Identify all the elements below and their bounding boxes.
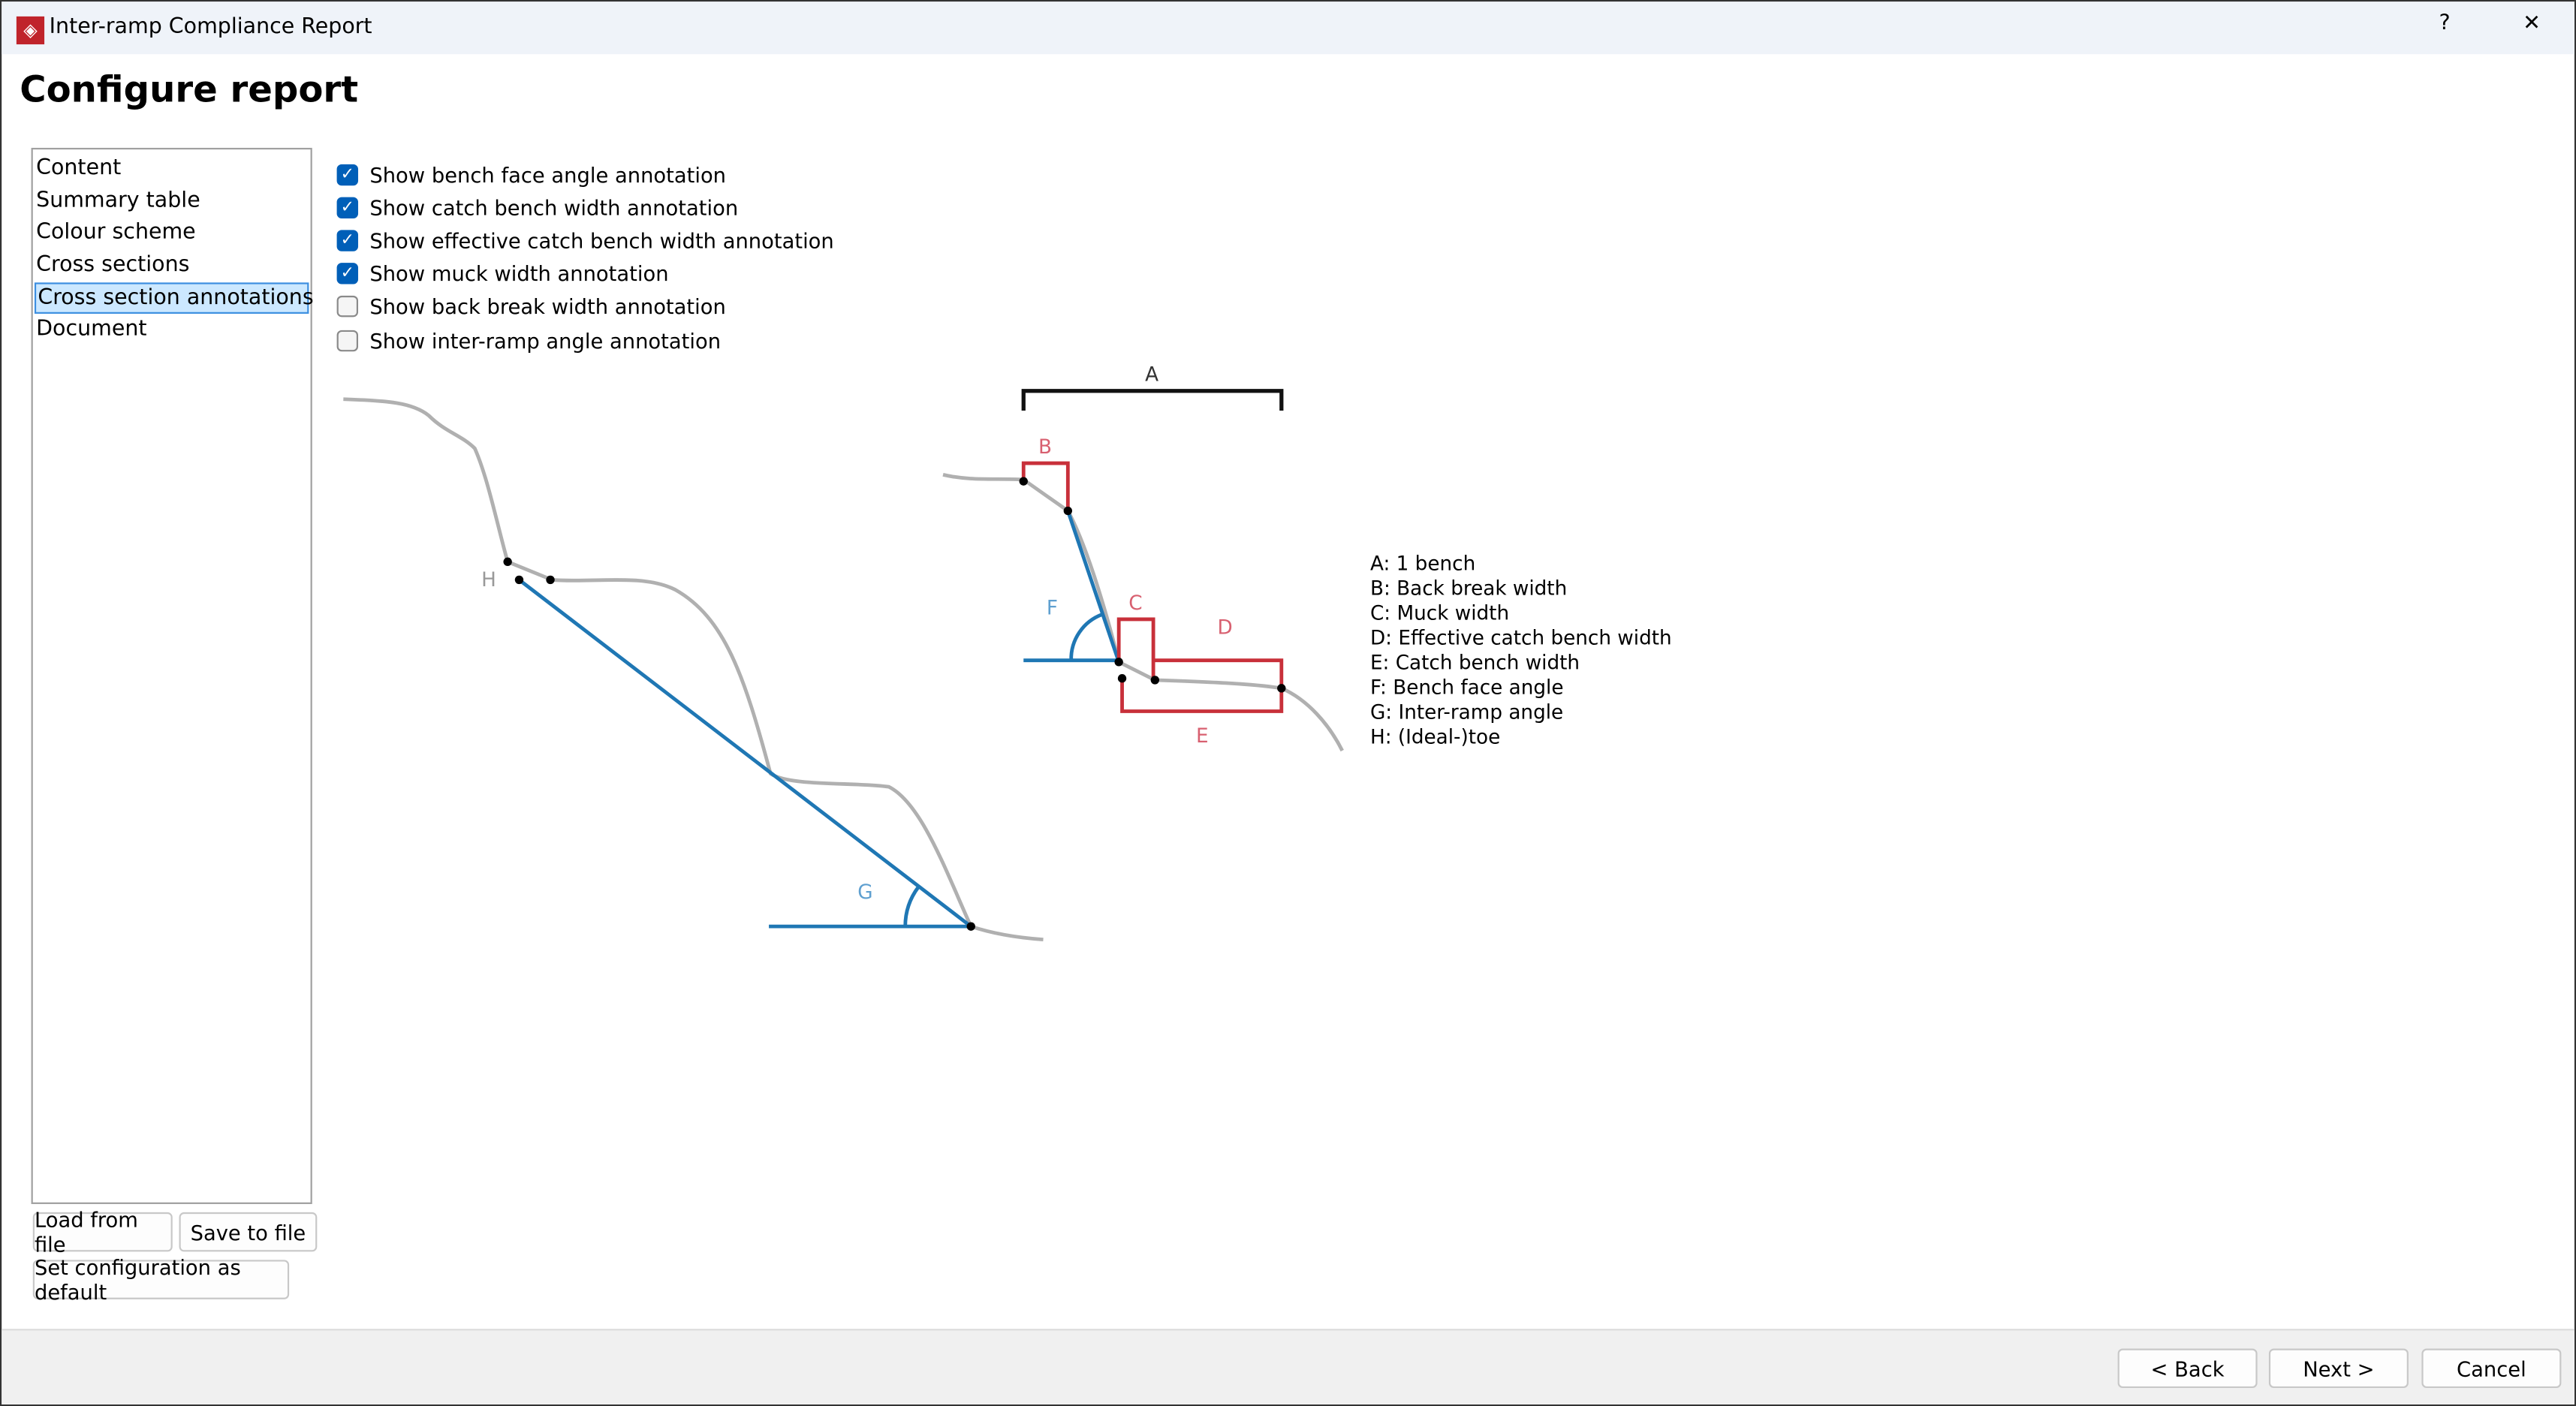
bench-bracket xyxy=(1021,389,1284,411)
option-checkbox-row[interactable]: Show inter-ramp angle annotation xyxy=(336,324,834,357)
nav-item-colour-scheme[interactable]: Colour scheme xyxy=(36,221,196,245)
next-button[interactable]: Next > xyxy=(2268,1348,2409,1389)
legend-item: E: Catch bench width xyxy=(1370,652,1580,674)
option-label: Show back break width annotation xyxy=(369,294,726,320)
title-bar: ◈ Inter-ramp Compliance Report ? ✕ xyxy=(2,2,2574,55)
inter-ramp-angle-arc xyxy=(903,886,920,927)
option-checkbox-row[interactable]: ✓ Show effective catch bench width annota… xyxy=(336,224,834,257)
option-label: Show effective catch bench width annotat… xyxy=(369,228,834,253)
muck-width-marker xyxy=(1116,617,1155,679)
option-checkbox-row[interactable]: ✓ Show muck width annotation xyxy=(336,257,834,291)
app-logo-icon: ◈ xyxy=(16,16,45,45)
label-e: E xyxy=(1196,725,1209,748)
nav-item-document[interactable]: Document xyxy=(36,318,147,343)
set-default-button[interactable]: Set configuration as default xyxy=(32,1255,290,1304)
option-label: Show muck width annotation xyxy=(369,261,669,287)
legend-item: G: Inter-ramp angle xyxy=(1370,702,1563,724)
left-profile-line xyxy=(343,397,1044,942)
nav-item-content[interactable]: Content xyxy=(36,155,122,181)
checkbox[interactable]: ✓ xyxy=(336,197,359,218)
legend-item: H: (Ideal-)toe xyxy=(1370,727,1500,749)
option-checkbox-row[interactable]: Show back break width annotation xyxy=(336,291,834,324)
option-label: Show bench face angle annotation xyxy=(369,161,727,187)
close-button[interactable]: ✕ xyxy=(2523,11,2541,37)
legend-item: A: 1 bench xyxy=(1370,552,1475,575)
cancel-button[interactable]: Cancel xyxy=(2421,1348,2562,1389)
back-break-marker xyxy=(1021,461,1070,511)
back-button[interactable]: < Back xyxy=(2117,1348,2258,1389)
effective-catch-bench-marker xyxy=(1153,658,1284,688)
label-h: H xyxy=(481,569,496,592)
inter-ramp-line xyxy=(518,578,972,929)
checkbox[interactable]: ✓ xyxy=(336,263,359,285)
bench-face-line xyxy=(1066,510,1121,663)
catch-bench-marker xyxy=(1120,678,1284,713)
nav-item-summary-table[interactable]: Summary table xyxy=(36,188,200,213)
nav-item-cross-sections[interactable]: Cross sections xyxy=(36,253,190,278)
option-label: Show catch bench width annotation xyxy=(369,194,739,220)
option-label: Show inter-ramp angle annotation xyxy=(369,327,722,353)
option-checkbox-row[interactable]: ✓ Show catch bench width annotation xyxy=(336,191,834,224)
checkbox[interactable] xyxy=(336,329,359,351)
label-a: A xyxy=(1145,364,1158,387)
legend-item: B: Back break width xyxy=(1370,577,1567,600)
legend-item: F: Bench face angle xyxy=(1370,677,1564,700)
checkbox[interactable]: ✓ xyxy=(336,163,359,185)
page-title: Configure report xyxy=(20,71,359,112)
help-button[interactable]: ? xyxy=(2439,11,2451,37)
label-f: F xyxy=(1047,597,1058,619)
option-checkbox-row[interactable]: ✓ Show bench face angle annotation xyxy=(336,158,834,191)
window-title: Inter-ramp Compliance Report xyxy=(49,14,372,40)
label-c: C xyxy=(1128,592,1142,615)
label-d: D xyxy=(1217,617,1232,640)
checkbox[interactable]: ✓ xyxy=(336,230,359,251)
profile-points xyxy=(503,477,1286,931)
label-b: B xyxy=(1038,436,1052,459)
nav-item-cross-section-annotations[interactable]: Cross section annotations xyxy=(34,282,314,315)
section-list: Content Summary table Colour scheme Cros… xyxy=(31,147,314,1204)
legend-item: D: Effective catch bench width xyxy=(1370,627,1672,649)
annotation-options: ✓ Show bench face angle annotation ✓ Show c… xyxy=(336,158,834,357)
save-to-file-button[interactable]: Save to file xyxy=(179,1212,318,1252)
legend-item: C: Muck width xyxy=(1370,602,1509,625)
load-from-file-button[interactable]: Load from file xyxy=(32,1207,173,1257)
bench-face-angle-arc xyxy=(1069,613,1104,661)
checkbox[interactable] xyxy=(336,296,359,318)
label-g: G xyxy=(857,881,872,904)
